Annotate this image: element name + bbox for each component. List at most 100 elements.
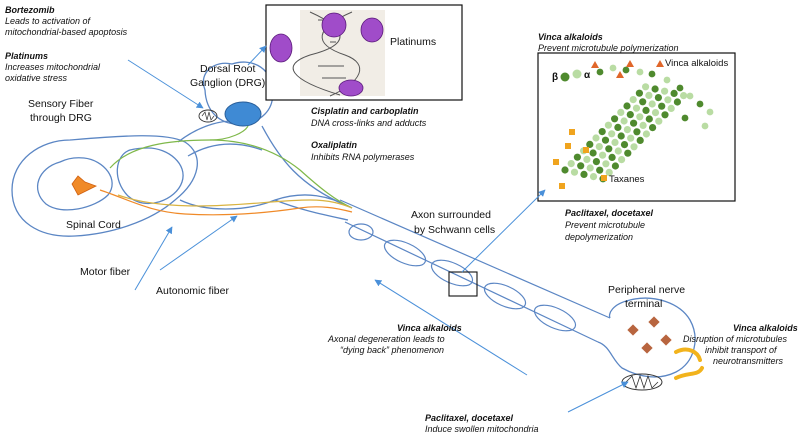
- tubulin-subunit: [614, 123, 622, 131]
- schwann-cell: [430, 259, 474, 287]
- tubulin-subunit: [636, 136, 644, 144]
- tubulin-subunit: [602, 160, 610, 168]
- tubulin-subunit: [605, 145, 613, 153]
- tubulin-subunit: [605, 168, 613, 176]
- tubulin-subunit: [651, 85, 659, 93]
- paclitaxel-mt-title: Paclitaxel, docetaxel: [565, 208, 654, 218]
- taxane-marker: [569, 129, 575, 135]
- bortezomib-desc-2: mitochondrial-based apoptosis: [5, 27, 128, 37]
- schwann-cell: [533, 304, 577, 332]
- tubulin-subunit: [642, 130, 651, 138]
- tubulin-subunit: [623, 102, 631, 110]
- free-tubulin: [609, 64, 617, 72]
- tubulin-beta: [560, 72, 570, 82]
- schwann-cell: [383, 239, 427, 267]
- vinca-axon-desc-1: Axonal degeneration leads to: [327, 334, 445, 344]
- platinum-molecule: [360, 17, 384, 43]
- autonomic-fiber-path: [117, 194, 353, 209]
- drg-label-2: Ganglion (DRG): [190, 77, 265, 89]
- tubulin-subunit: [633, 128, 641, 136]
- tubulin-subunit: [589, 173, 598, 181]
- tubulin-subunit: [611, 162, 620, 170]
- vinca-terminal-desc-3: neurotransmitters: [713, 356, 784, 366]
- arrow: [134, 226, 173, 291]
- paclitaxel-mt-desc-2: depolymerization: [565, 232, 633, 242]
- tubulin-subunit: [649, 124, 657, 132]
- tubulin-subunit: [595, 143, 603, 151]
- free-tubulin: [622, 66, 630, 74]
- tubulin-subunit: [623, 126, 632, 134]
- vinca-top-desc: Prevent microtubule polymerization: [538, 43, 679, 53]
- tubulin-subunit: [611, 138, 619, 146]
- motor-fiber-path: [99, 189, 353, 216]
- tubulin-subunit: [618, 156, 626, 164]
- vinca-top-title: Vinca alkaloids: [538, 32, 603, 42]
- platinums-title: Platinums: [5, 51, 48, 61]
- tubulin-subunit: [614, 147, 622, 155]
- tubulin-subunit: [639, 121, 647, 129]
- tubulin-subunit: [601, 136, 610, 144]
- tubulin-subunit: [583, 155, 591, 163]
- platinums-desc-2: oxidative stress: [5, 73, 68, 83]
- arrow: [461, 189, 546, 273]
- tubulin-subunit: [592, 158, 601, 166]
- tubulin-subunit: [658, 102, 666, 110]
- tubulin-subunit: [608, 130, 616, 138]
- paclitaxel-mito-title: Paclitaxel, docetaxel: [425, 413, 514, 423]
- free-tubulin: [706, 108, 714, 116]
- free-tubulin: [696, 100, 704, 108]
- free-tubulin: [663, 76, 671, 84]
- arrow: [247, 45, 267, 66]
- autonomic-fiber-label: Autonomic fiber: [156, 285, 229, 297]
- tubulin-subunit: [664, 96, 672, 104]
- tubulin-subunit: [624, 149, 632, 157]
- tubulin-subunit: [608, 153, 616, 161]
- free-tubulin: [636, 68, 644, 76]
- tubulin-subunit: [651, 109, 660, 117]
- tubulin-subunit: [645, 115, 653, 123]
- tubulin-subunit: [577, 162, 585, 170]
- free-tubulin: [686, 92, 694, 100]
- tubulin-subunit: [636, 113, 644, 121]
- tubulin-subunit: [596, 166, 604, 174]
- oxaliplatin-title: Oxaliplatin: [311, 140, 358, 150]
- microtubule: [553, 60, 714, 189]
- vinca-terminal-desc-2: inhibit transport of: [705, 345, 778, 355]
- tubulin-subunit: [629, 96, 637, 104]
- vinca-marker: [616, 71, 624, 78]
- tubulin-subunit: [611, 115, 619, 123]
- alpha-label: α: [584, 70, 591, 81]
- bortezomib-title: Bortezomib: [5, 5, 55, 15]
- tubulin-subunit: [580, 170, 588, 178]
- platinums-desc-1: Increases mitochondrial: [5, 62, 101, 72]
- vesicle-diamond: [648, 316, 660, 328]
- vinca-terminal-title: Vinca alkaloids: [733, 323, 798, 333]
- tubulin-subunit: [642, 83, 650, 91]
- tubulin-subunit: [673, 98, 682, 106]
- drg-label-1: Dorsal Root: [200, 63, 256, 75]
- free-tubulin: [701, 122, 709, 130]
- arrows: [127, 45, 629, 413]
- arrow: [127, 59, 204, 109]
- motor-neuron-body: [71, 175, 98, 196]
- bortezomib-desc-1: Leads to activation of: [5, 16, 92, 26]
- vesicle-diamond: [627, 324, 639, 336]
- platinum-molecule: [321, 12, 347, 38]
- receptor-icon: [674, 366, 704, 380]
- tubulin-subunit: [617, 108, 625, 116]
- microtubule-box: [537, 52, 736, 202]
- oxaliplatin-desc: Inhibits RNA polymerases: [311, 152, 415, 162]
- tubulin-subunit: [626, 111, 634, 119]
- platinum-molecule: [338, 79, 364, 97]
- arrow: [159, 215, 238, 271]
- tubulin-subunit: [620, 141, 629, 149]
- vinca-marker: [591, 61, 599, 68]
- terminal-label-2: terminal: [625, 298, 662, 310]
- beta-label: β: [552, 72, 558, 83]
- platinums-box-label: Platinums: [390, 36, 436, 48]
- tubulin-subunit: [599, 151, 607, 159]
- sensory-fiber: [109, 125, 353, 209]
- vinca-marker: [626, 60, 634, 67]
- taxane-marker: [553, 159, 559, 165]
- tubulin-subunit: [620, 117, 628, 125]
